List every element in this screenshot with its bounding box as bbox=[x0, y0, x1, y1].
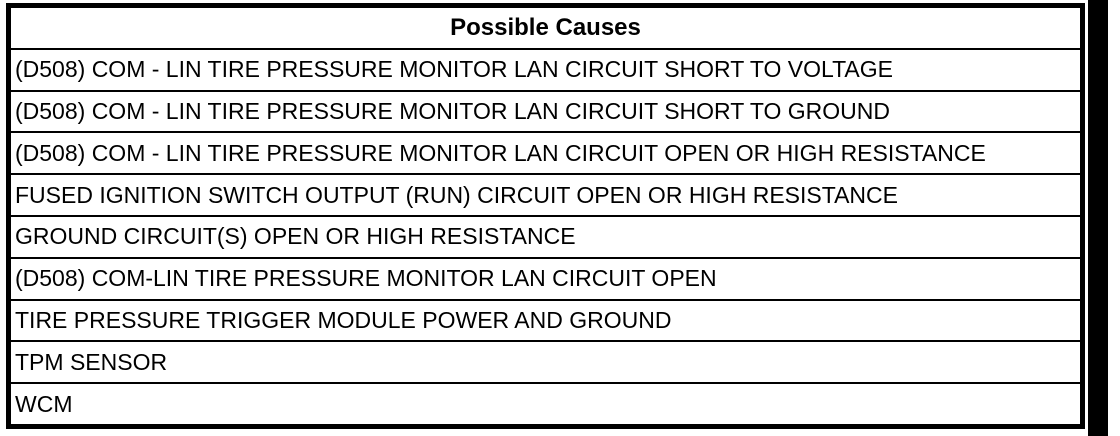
table-row: TPM SENSOR bbox=[11, 340, 1080, 382]
possible-causes-table: Possible Causes (D508) COM - LIN TIRE PR… bbox=[6, 3, 1085, 429]
cause-text: TPM SENSOR bbox=[15, 348, 168, 375]
cause-text: WCM bbox=[15, 390, 73, 417]
table-row: (D508) COM - LIN TIRE PRESSURE MONITOR L… bbox=[11, 89, 1080, 132]
cause-text: (D508) COM-LIN TIRE PRESSURE MONITOR LAN… bbox=[15, 265, 717, 292]
table-header-possible-causes: Possible Causes bbox=[450, 13, 641, 41]
table-row: (D508) COM - LIN TIRE PRESSURE MONITOR L… bbox=[11, 131, 1080, 173]
table-row: (D508) COM-LIN TIRE PRESSURE MONITOR LAN… bbox=[11, 256, 1080, 299]
cause-text: (D508) COM - LIN TIRE PRESSURE MONITOR L… bbox=[15, 56, 893, 83]
table-row: (D508) COM - LIN TIRE PRESSURE MONITOR L… bbox=[11, 47, 1080, 90]
cause-text: TIRE PRESSURE TRIGGER MODULE POWER AND G… bbox=[15, 306, 672, 333]
scan-edge-bar bbox=[1088, 0, 1108, 436]
cause-text: (D508) COM - LIN TIRE PRESSURE MONITOR L… bbox=[15, 139, 986, 166]
table-row: TIRE PRESSURE TRIGGER MODULE POWER AND G… bbox=[11, 298, 1080, 341]
cause-text: FUSED IGNITION SWITCH OUTPUT (RUN) CIRCU… bbox=[15, 181, 898, 208]
table-row: FUSED IGNITION SWITCH OUTPUT (RUN) CIRCU… bbox=[11, 173, 1080, 215]
cause-text: GROUND CIRCUIT(S) OPEN OR HIGH RESISTANC… bbox=[15, 223, 576, 250]
table-row: WCM bbox=[11, 382, 1080, 424]
cause-text: (D508) COM - LIN TIRE PRESSURE MONITOR L… bbox=[15, 97, 890, 124]
table-row: GROUND CIRCUIT(S) OPEN OR HIGH RESISTANC… bbox=[11, 214, 1080, 257]
